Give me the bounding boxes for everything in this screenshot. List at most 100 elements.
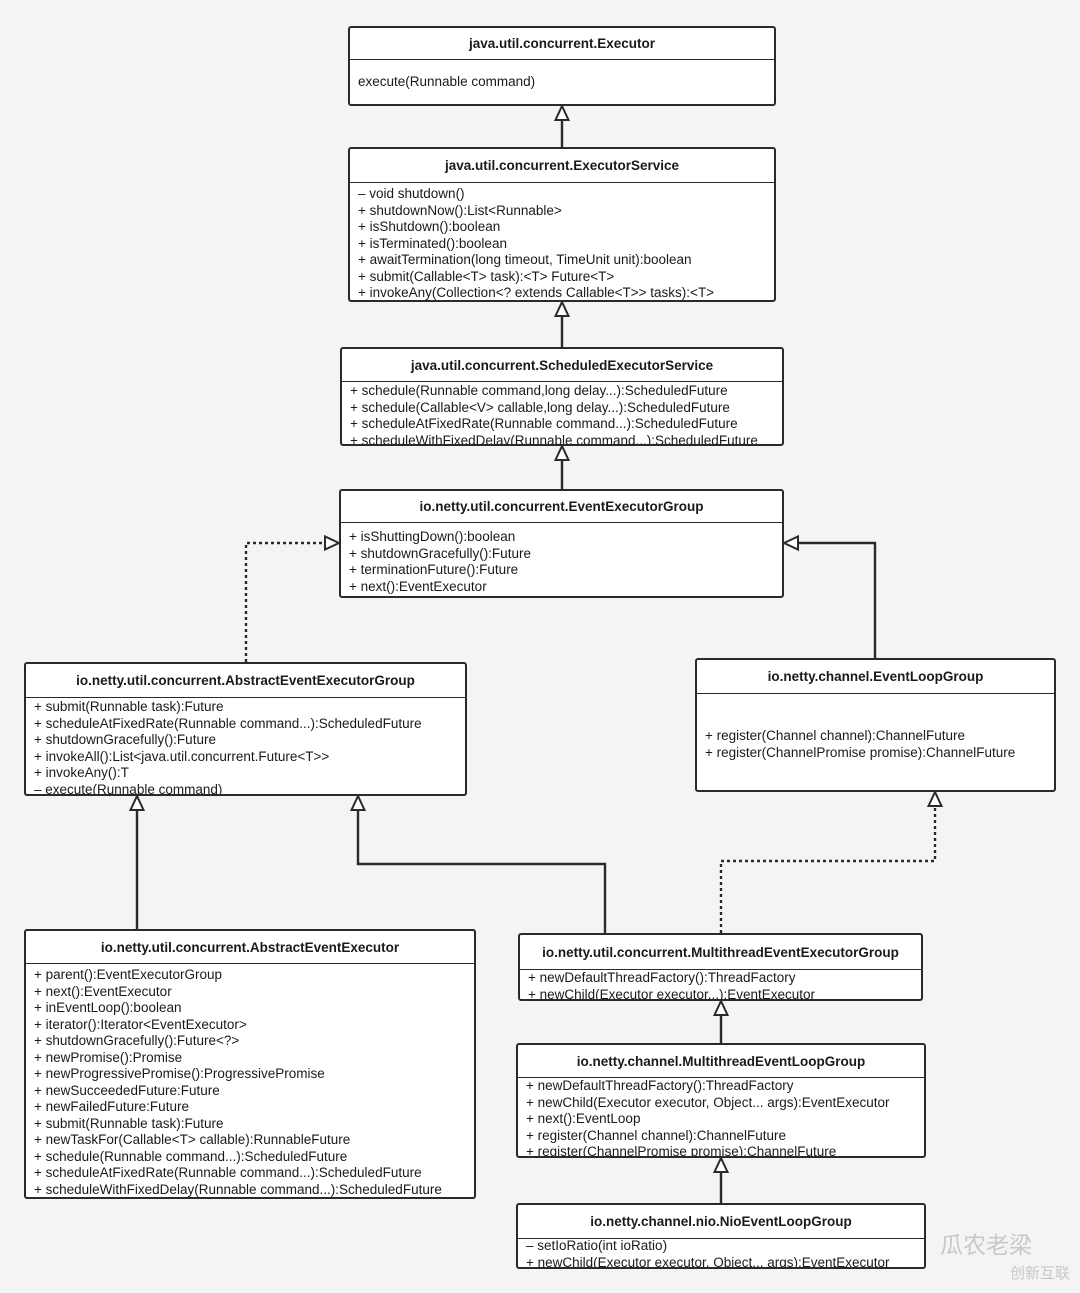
class-box-event-loop-group: io.netty.channel.EventLoopGroup + registe… [695,658,1056,792]
inheritance-arrow-multithread-event-executor-group [349,793,607,933]
class-name: io.netty.channel.EventLoopGroup [697,660,1054,694]
class-name: io.netty.channel.MultithreadEventLoopGro… [518,1045,924,1078]
member-line: + awaitTermination(long timeout, TimeUni… [358,252,692,267]
member-line: + newSucceededFuture:Future [34,1082,220,1098]
realization-arrow-multithread-event-executor-group [719,789,944,933]
member-line: + shutdownGracefully():Future [34,732,216,747]
class-name: io.netty.util.concurrent.EventExecutorGr… [341,491,782,523]
hollow-triangle-arrowhead [712,1155,730,1173]
inheritance-arrow-abstract-event-executor [128,793,146,929]
member-line: + submit(Runnable task):Future [34,1115,224,1131]
class-members: execute(Runnable command) [350,74,774,91]
class-box-abstract-event-executor-group: io.netty.util.concurrent.AbstractEventEx… [24,662,467,796]
member-line: + scheduleAtFixedRate(Runnable command..… [350,416,738,431]
class-name: io.netty.util.concurrent.AbstractEventEx… [26,931,474,964]
class-box-nio-event-loop-group: io.netty.channel.nio.NioEventLoopGroup– … [516,1203,926,1269]
class-members: + register(Channel channel):ChannelFutur… [697,728,1054,761]
member-line: + shutdownNow():List<Runnable> [358,202,562,218]
member-line: execute(Runnable command) [358,74,536,89]
member-line: + shutdownGracefully():Future<?> [34,1033,240,1048]
relation-line [719,806,937,933]
class-box-executor-service: java.util.concurrent.ExecutorService– vo… [348,147,776,302]
relation-line [244,541,325,662]
member-line: + register(ChannelPromise promise):Chann… [705,744,1016,760]
class-name: java.util.concurrent.ScheduledExecutorSe… [342,349,782,382]
member-line: + parent():EventExecutorGroup [34,967,222,982]
realization-arrow-abstract-event-executor-group [244,534,342,662]
class-box-multithread-event-executor-group: io.netty.util.concurrent.MultithreadEven… [518,933,923,1001]
inheritance-arrow-event-executor-group [553,443,571,489]
member-line: + newPromise():Promise [34,1049,183,1065]
inheritance-arrow-nio-event-loop-group [712,1155,730,1203]
member-line: + iterator():Iterator<EventExecutor> [34,1016,247,1032]
member-line: + submit(Callable<T> task):<T> Future<T> [358,268,615,284]
hollow-triangle-arrowhead [324,534,342,552]
member-line: + schedule(Runnable command,long delay..… [350,383,728,398]
class-members: + submit(Runnable task):Future+ schedule… [26,699,465,796]
member-line: + next():EventExecutor [34,983,172,999]
class-box-abstract-event-executor: io.netty.util.concurrent.AbstractEventEx… [24,929,476,1199]
member-line: + scheduleWithFixedDelay(Runnable comman… [350,432,758,446]
hollow-triangle-arrowhead [553,443,571,461]
class-name: io.netty.util.concurrent.MultithreadEven… [520,935,921,970]
member-line: + newChild(Executor executor...):EventEx… [528,986,816,1001]
class-members: + newDefaultThreadFactory():ThreadFactor… [518,1078,924,1158]
class-name: java.util.concurrent.Executor [350,28,774,60]
class-name: java.util.concurrent.ExecutorService [350,149,774,183]
hollow-triangle-arrowhead [553,103,571,121]
hollow-triangle-arrowhead [781,534,799,552]
hollow-triangle-arrowhead [128,793,146,811]
hollow-triangle-arrowhead [553,299,571,317]
member-line: – setIoRatio(int ioRatio) [526,1238,668,1253]
member-line: + invokeAny(Collection<? extends Callabl… [358,285,715,300]
member-line: – execute(Runnable command) [34,781,223,796]
member-line: + register(ChannelPromise promise):Chann… [526,1144,837,1158]
inheritance-arrow-multithread-event-loop-group [712,998,730,1043]
class-members: + schedule(Runnable command,long delay..… [342,383,782,446]
member-line: + invokeAll():List<java.util.concurrent.… [34,748,330,764]
member-line: + register(Channel channel):ChannelFutur… [526,1127,787,1143]
member-line: – void shutdown() [358,186,465,201]
class-box-multithread-event-loop-group: io.netty.channel.MultithreadEventLoopGro… [516,1043,926,1158]
member-line: + inEventLoop():boolean [34,1000,182,1015]
member-line: + newChild(Executor executor, Object... … [526,1094,890,1110]
inheritance-arrow-executor-service [553,103,571,147]
inheritance-arrow-event-loop-group [781,534,877,658]
class-members: + isShuttingDown():boolean+ shutdownGrac… [341,529,782,595]
member-line: + shutdownGracefully():Future [349,545,531,561]
class-box-event-executor-group: io.netty.util.concurrent.EventExecutorGr… [339,489,784,598]
member-line: + next():EventLoop [526,1111,641,1126]
member-line: + invokeAny():T [34,765,129,780]
class-box-executor: java.util.concurrent.Executor execute(Run… [348,26,776,106]
hollow-triangle-arrowhead [349,793,367,811]
class-members: + newDefaultThreadFactory():ThreadFactor… [520,970,921,1001]
member-line: + schedule(Callable<V> callable,long del… [350,399,730,415]
member-line: + scheduleAtFixedRate(Runnable command..… [34,1165,422,1180]
class-name: io.netty.util.concurrent.AbstractEventEx… [26,664,465,698]
relation-line [356,810,607,933]
member-line: + newChild(Executor executor, Object... … [526,1254,890,1269]
member-line: + newTaskFor(Callable<T> callable):Runna… [34,1132,351,1147]
inheritance-arrow-scheduled-executor-service [553,299,571,347]
watermark-site: 创新互联 [1010,1264,1071,1282]
member-line: + scheduleAtFixedRate(Runnable command..… [34,715,422,731]
member-line: + newProgressivePromise():ProgressivePro… [34,1066,325,1081]
member-line: + isShutdown():boolean [358,219,501,234]
member-line: + submit(Runnable task):Future [34,699,224,714]
class-name: io.netty.channel.nio.NioEventLoopGroup [518,1205,924,1239]
class-members: – void shutdown()+ shutdownNow():List<Ru… [350,186,774,300]
member-line: + newDefaultThreadFactory():ThreadFactor… [526,1078,794,1093]
class-box-scheduled-executor-service: java.util.concurrent.ScheduledExecutorSe… [340,347,784,446]
hollow-triangle-arrowhead [926,789,944,807]
relation-line [798,541,877,658]
member-line: + isShuttingDown():boolean [349,529,516,544]
member-line: + terminationFuture():Future [349,562,519,577]
member-line: + isTerminated():boolean [358,235,507,251]
member-line: + scheduleWithFixedDelay(Runnable comman… [34,1181,442,1197]
class-members: – setIoRatio(int ioRatio)+ newChild(Exec… [518,1238,924,1269]
hollow-triangle-arrowhead [712,998,730,1016]
watermark-account: 瓜农老梁 [940,1233,1032,1259]
class-members: + parent():EventExecutorGroup+ next():Ev… [26,967,474,1197]
